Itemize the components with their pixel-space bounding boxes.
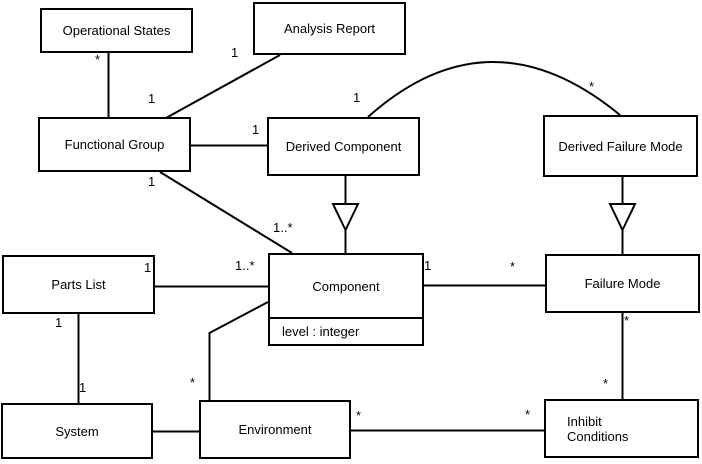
multiplicity-label: * xyxy=(589,79,595,94)
association-analysis-report-functional-group xyxy=(165,54,281,119)
multiplicity-label: 1 xyxy=(144,260,152,275)
class-environment[interactable]: Environment xyxy=(199,400,351,459)
class-parts-list[interactable]: Parts List xyxy=(2,255,155,314)
class-title: Derived Failure Mode xyxy=(558,138,683,154)
class-component[interactable]: Component level : integer xyxy=(268,253,424,346)
class-operational-states[interactable]: Operational States xyxy=(40,8,193,53)
multiplicity-label: * xyxy=(95,52,101,67)
inheritance-triangle-icon xyxy=(331,203,360,233)
class-failure-mode[interactable]: Failure Mode xyxy=(545,254,700,313)
multiplicity-label: 1 xyxy=(79,380,87,395)
multiplicity-label: * xyxy=(510,259,516,274)
class-title: Derived Component xyxy=(285,139,402,154)
generalization-derived-component-to-component xyxy=(331,176,360,253)
multiplicity-label: 1 xyxy=(231,45,239,60)
multiplicity-label: * xyxy=(356,408,362,423)
class-inhibit-conditions[interactable]: Inhibit Conditions xyxy=(544,399,699,458)
class-title: System xyxy=(55,423,99,439)
multiplicity-label: 1 xyxy=(353,90,361,105)
class-title: Analysis Report xyxy=(283,21,376,36)
class-attribute: level : integer xyxy=(282,324,360,339)
class-title: Failure Mode xyxy=(584,276,661,291)
class-derived-component[interactable]: Derived Component xyxy=(267,117,420,176)
inheritance-triangle-icon xyxy=(608,203,637,233)
class-title: Operational States xyxy=(62,23,171,38)
multiplicity-label: * xyxy=(525,407,531,422)
multiplicity-label: 1..* xyxy=(235,258,255,273)
class-system[interactable]: System xyxy=(1,403,153,459)
class-title: Component xyxy=(312,278,380,294)
class-derived-failure-mode[interactable]: Derived Failure Mode xyxy=(543,115,698,177)
multiplicity-label: * xyxy=(624,313,630,328)
multiplicity-label: * xyxy=(603,376,609,391)
multiplicity-label: * xyxy=(190,375,196,390)
multiplicity-label: 1 xyxy=(252,122,260,137)
multiplicity-label: 1 xyxy=(148,174,156,189)
association-component-environment xyxy=(208,301,269,400)
class-functional-group[interactable]: Functional Group xyxy=(38,117,191,172)
association-functional-group-component xyxy=(159,171,293,254)
class-analysis-report[interactable]: Analysis Report xyxy=(253,2,406,55)
generalization-derived-failure-mode-to-failure-mode xyxy=(608,177,637,254)
multiplicity-label: 1..* xyxy=(273,220,293,235)
class-title: Functional Group xyxy=(64,137,165,152)
class-title: Parts List xyxy=(51,277,106,292)
multiplicity-label: 1 xyxy=(424,258,432,273)
association-derived-component-derived-failure-mode-arc xyxy=(367,61,621,118)
multiplicity-label: 1 xyxy=(148,91,156,106)
class-title: Environment xyxy=(238,422,312,437)
class-title: Inhibit Conditions xyxy=(567,413,629,444)
multiplicity-label: 1 xyxy=(55,315,63,330)
